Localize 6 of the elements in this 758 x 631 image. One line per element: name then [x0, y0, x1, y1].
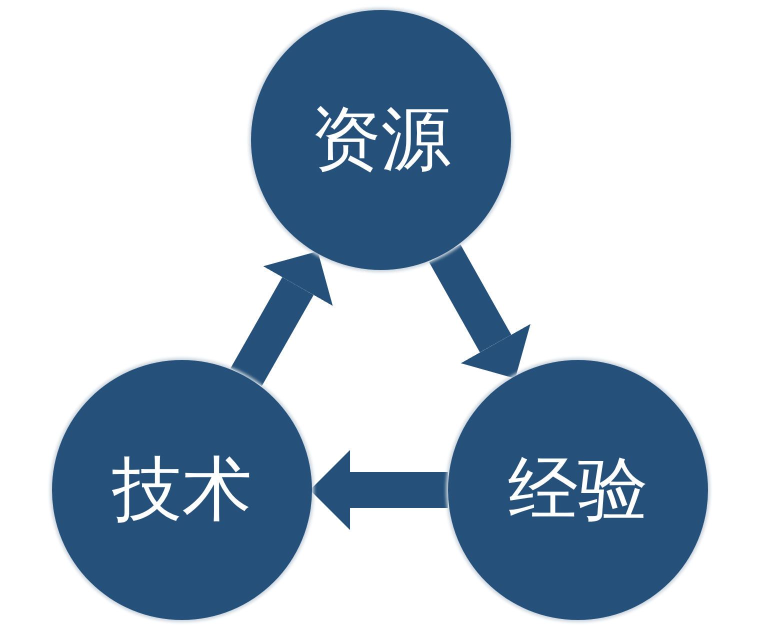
node-label: 经验	[508, 447, 648, 532]
block-arrow	[310, 450, 448, 530]
node-label: 资源	[311, 97, 451, 182]
block-arrow	[429, 244, 530, 378]
node-label: 技术	[112, 447, 252, 532]
block-arrow	[230, 251, 333, 386]
